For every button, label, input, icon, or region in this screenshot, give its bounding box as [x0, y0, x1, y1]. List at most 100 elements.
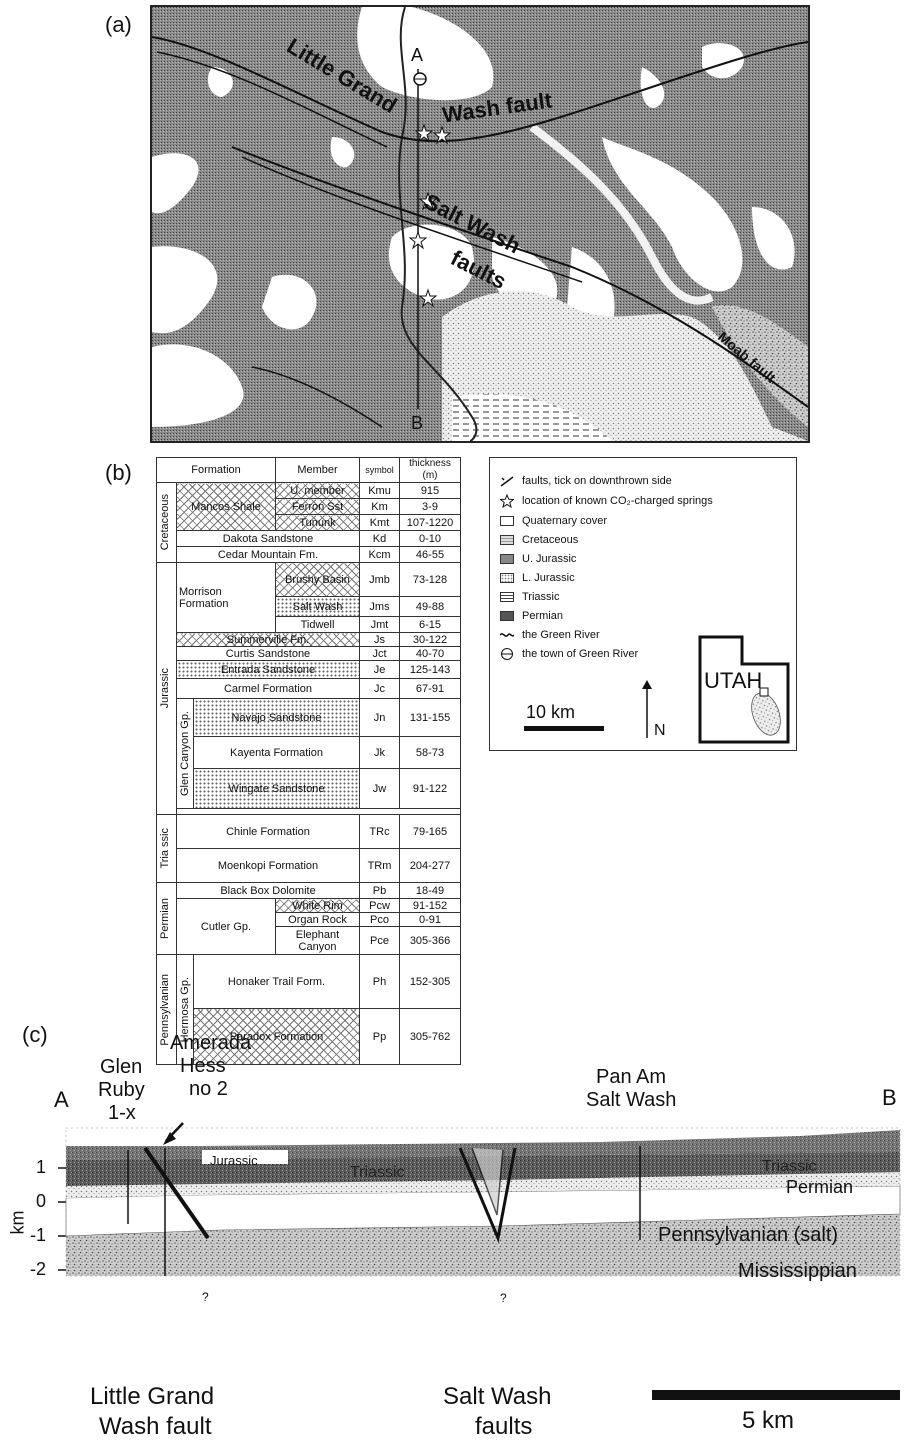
member-brushy: Brushy Basin [275, 562, 360, 597]
unit-mississippian: Mississippian [738, 1260, 857, 1282]
legend-item-springs: location of known CO₂-charged springs [500, 492, 713, 510]
member-saltwash: Salt Wash [275, 596, 360, 617]
header-member: Member [275, 457, 360, 483]
legend-label-cretaceous: Cretaceous [522, 534, 579, 546]
town-icon [501, 648, 513, 660]
well-glen-ruby-line-2: Ruby [98, 1079, 145, 1101]
stratigraphic-column-table: Formation Member symbol thickness (m) Cr… [156, 457, 461, 1065]
header-thickness: thickness (m) [399, 457, 461, 483]
geologic-map-drawing [151, 6, 809, 442]
axis-tick-0: 0 [36, 1191, 47, 1211]
well-glen-ruby-line-3: 1-x [108, 1102, 136, 1124]
thickness-jmb: 73-128 [399, 562, 461, 597]
legend-item-green-river: the Green River [500, 626, 600, 644]
utah-label: UTAH [704, 668, 763, 693]
unit-triassic-right: Triassic [762, 1158, 817, 1175]
legend-label-triassic: Triassic [522, 591, 560, 603]
member-ferron: Ferron Sst [275, 498, 360, 515]
quaternary-swatch-icon [500, 516, 514, 526]
member-whiterim: White Rim [275, 898, 360, 913]
thickness-pcw: 91-152 [399, 898, 461, 913]
north-label: N [654, 722, 666, 739]
legend-label-l-jurassic: L. Jurassic [522, 572, 575, 584]
thickness-jw: 91-122 [399, 768, 461, 809]
fault-label-sw-1: Salt Wash [443, 1383, 552, 1410]
thickness-pp: 305-762 [399, 1008, 461, 1065]
thickness-jct: 40-70 [399, 646, 461, 661]
well-amerada-line-3: no 2 [189, 1078, 228, 1100]
formation-paradox: Paradox Formation [193, 1008, 360, 1065]
legend-item-cretaceous: Cretaceous [500, 531, 578, 549]
member-elephant: Elephant Canyon [275, 926, 360, 955]
symbol-jn: Jn [359, 698, 400, 737]
legend-item-l-jurassic: L. Jurassic [500, 569, 575, 587]
thickness-jn: 131-155 [399, 698, 461, 737]
legend-item-triassic: Triassic [500, 588, 559, 606]
legend-label-quaternary: Quaternary cover [522, 515, 607, 527]
formation-blackbox: Black Box Dolomite [176, 882, 360, 899]
fault-label-lgw-1: Little Grand [90, 1383, 215, 1410]
formation-entrada: Entrada Sandstone [176, 660, 360, 679]
permian-swatch-icon [500, 611, 514, 621]
formation-moenkopi: Moenkopi Formation [176, 848, 360, 883]
well-panam-line-1: Pan Am [596, 1066, 667, 1088]
section-point-b: B [882, 1085, 897, 1110]
legend-label-springs: location of known CO₂-charged springs [522, 495, 713, 507]
panel-label-c: (c) [22, 1022, 48, 1047]
legend-label-green-river: the Green River [522, 629, 600, 641]
triassic-swatch-icon [500, 592, 514, 602]
formation-kayenta: Kayenta Formation [193, 736, 360, 769]
formation-wingate: Wingate Sandstone [193, 768, 360, 809]
map-point-a: A [411, 45, 424, 65]
legend-item-town: the town of Green River [500, 645, 638, 663]
legend-scale-bar [524, 726, 604, 731]
formation-morrison: Morrison Formation [176, 562, 276, 633]
symbol-kmu: Kmu [359, 482, 400, 499]
geologic-map: Little Grand Wash fault Salt Wash faults… [150, 5, 810, 443]
map-legend: faults, tick on downthrown side location… [489, 457, 797, 751]
river-icon [500, 633, 514, 637]
member-tununk: Tununk [275, 514, 360, 531]
fault-unknown-right: ? [500, 1291, 507, 1305]
thickness-trc: 79-165 [399, 814, 461, 849]
legend-scale-label: 10 km [526, 702, 576, 722]
section-scale-label: 5 km [742, 1407, 795, 1434]
symbol-pb: Pb [359, 882, 400, 899]
cretaceous-swatch-icon [500, 535, 514, 545]
thickness-pco: 0-91 [399, 912, 461, 927]
unit-jurassic: Jurassic [210, 1153, 258, 1168]
star-icon [500, 494, 514, 508]
legend-item-quaternary: Quaternary cover [500, 512, 607, 530]
fault-label-lgw-2: Wash fault [99, 1413, 212, 1440]
header-symbol: symbol [359, 457, 400, 483]
thickness-jk: 58-73 [399, 736, 461, 769]
legend-label-town: the town of Green River [522, 648, 639, 660]
formation-carmel: Carmel Formation [176, 678, 360, 699]
legend-item-u-jurassic: U. Jurassic [500, 550, 576, 568]
thickness-km: 3-9 [399, 498, 461, 515]
l-jurassic-swatch-icon [500, 573, 514, 583]
panel-label-a: (a) [105, 12, 132, 37]
utah-outline-icon [698, 635, 790, 744]
legend-label-u-jurassic: U. Jurassic [522, 553, 577, 565]
unit-triassic-left: Triassic [350, 1164, 405, 1181]
legend-label-faults: faults, tick on downthrown side [522, 475, 672, 487]
formation-mancos: Mancos Shale [176, 482, 276, 531]
u-jurassic-swatch-icon [500, 554, 514, 564]
legend-item-permian: Permian [500, 607, 563, 625]
axis-tick-minus2: -2 [30, 1259, 47, 1279]
fault-tick-icon [500, 476, 514, 487]
unit-pennsylvanian: Pennsylvanian (salt) [658, 1224, 839, 1246]
legend-label-permian: Permian [522, 610, 563, 622]
thickness-kd: 0-10 [399, 530, 461, 547]
axis-tick-minus1: -1 [30, 1225, 47, 1245]
section-point-a: A [54, 1087, 69, 1112]
unit-permian: Permian [786, 1177, 854, 1197]
formation-navajo: Navajo Sandstone [193, 698, 360, 737]
map-point-b: B [411, 413, 424, 433]
well-glen-ruby-line-1: Glen [100, 1056, 143, 1078]
well-panam-line-2: Salt Wash [586, 1089, 677, 1111]
fault-label-sw-2: faults [475, 1413, 533, 1440]
symbol-pce: Pce [359, 926, 400, 955]
